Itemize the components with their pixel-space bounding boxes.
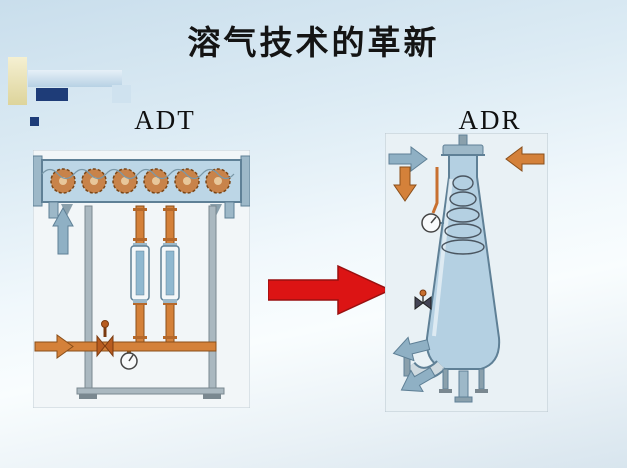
tank-leg [224,201,235,219]
decor-cream-rect [8,57,27,105]
sensor-line [431,167,439,214]
label-adt: ADT [134,105,196,135]
decor-bullet-square [30,117,39,126]
frame-foot [203,394,221,399]
vessel-cap [441,134,485,156]
air-out-arrow-icon [52,206,74,255]
impeller-hub [90,177,98,185]
water-in-arrow-icon [388,146,428,172]
riser-pipes [130,205,180,347]
saturation-tank [33,155,250,219]
support-frame [76,205,225,399]
water-out-arrow-icon [400,366,436,392]
vessel-legs [439,368,488,393]
water-in-arrow-icon [34,334,74,359]
impeller-hub [183,177,191,185]
water-out-arrows [392,336,436,392]
tank-leg [48,201,59,219]
frame-post [84,205,93,389]
adt-diagram [33,150,250,408]
vessel-highlight [432,178,453,337]
air-in-arrow-icon [505,146,545,172]
drain-pipe [454,370,473,403]
impeller-hub [121,177,129,185]
flow-meter [160,243,180,303]
frame-base [76,387,225,395]
valve-icon [96,320,114,358]
label-adr: ADR [458,105,522,135]
recycle-down-arrow-icon [393,166,417,202]
flow-meter [130,243,150,303]
impeller-hub [214,177,222,185]
impeller-hub [152,177,160,185]
transition-arrow-icon [268,264,392,316]
transition-arrow-shape [268,264,392,316]
frame-foot [79,394,97,399]
spiral-wave [41,168,235,180]
decor-blue-bar [28,70,122,87]
decor-blue-square [112,85,131,103]
gauge-icon [421,213,444,233]
pipe-flanges [133,208,177,339]
water-out-arrow-icon [392,336,431,362]
spiral-coil [441,175,485,255]
nozzle-icon [61,204,73,216]
impeller-row [50,168,231,194]
adr-diagram [385,133,548,412]
inlet-pipe [62,341,217,352]
slide-title: 溶气技术的革新 [187,26,440,62]
decor-navy-bar [36,88,68,101]
valve-icon [414,289,432,310]
gauge-icon [120,351,138,370]
frame-post [208,205,217,389]
